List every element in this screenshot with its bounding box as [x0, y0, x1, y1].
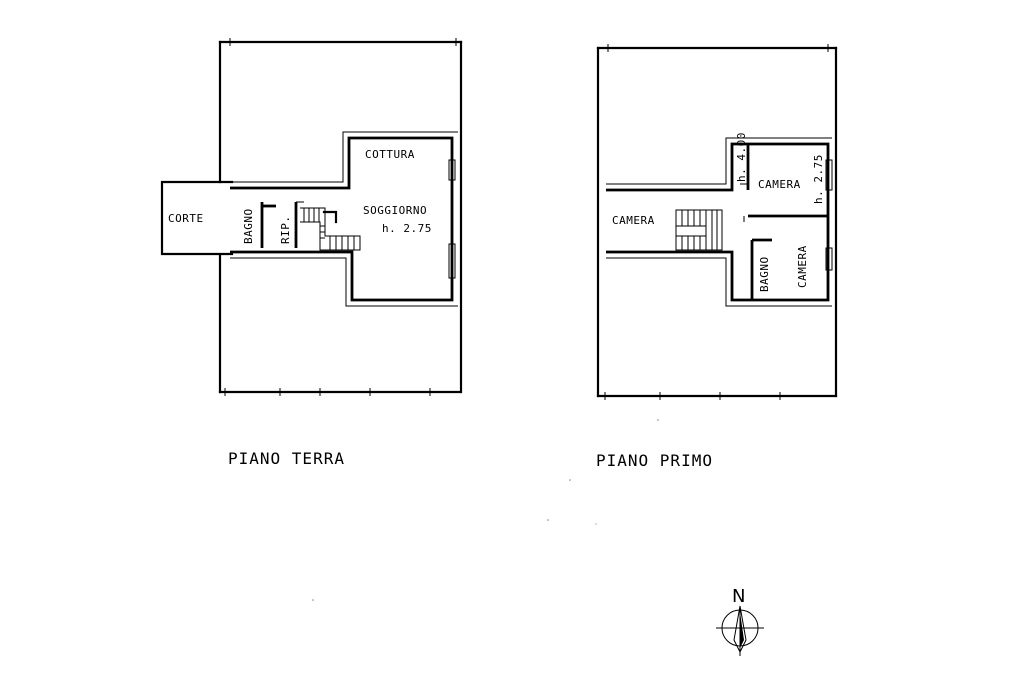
- soggiorno-height-label: h. 2.75: [382, 222, 432, 235]
- corte-label: CORTE: [168, 212, 204, 225]
- camera-label-top: CAMERA: [758, 178, 801, 191]
- corte-area: [160, 180, 234, 256]
- first-floor-plan: CAMERA CAMERA CAMERA BAGNO h. 4.00 h. 2.…: [596, 44, 838, 470]
- paper-specks: [312, 419, 659, 601]
- bagno-label-ground: BAGNO: [242, 208, 255, 244]
- camera-label-right: CAMERA: [796, 245, 809, 288]
- soggiorno-label: SOGGIORNO: [363, 204, 427, 217]
- north-compass-icon: N: [716, 586, 764, 656]
- bagno-label-first: BAGNO: [758, 256, 771, 292]
- first-floor-staircase: [675, 209, 723, 251]
- ground-floor-plan: CORTE BAGNO RIP. COTTURA SOGGIORNO h. 2.…: [160, 38, 463, 468]
- camera-label-left: CAMERA: [612, 214, 655, 227]
- north-label: N: [732, 586, 745, 607]
- height-label-left: h. 4.00: [735, 132, 748, 182]
- first-floor-title: PIANO PRIMO: [596, 451, 713, 470]
- cottura-label: COTTURA: [365, 148, 415, 161]
- height-label-right: h. 2.75: [812, 154, 825, 204]
- ground-floor-title: PIANO TERRA: [228, 449, 345, 468]
- ground-floor-staircase: [300, 207, 361, 251]
- rip-label: RIP.: [279, 216, 292, 245]
